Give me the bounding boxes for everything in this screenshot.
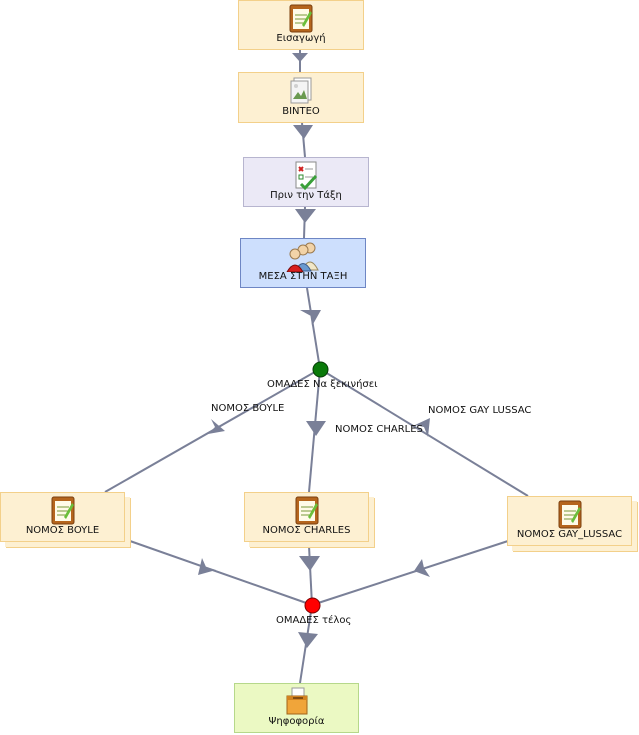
node-label: Εισαγωγή	[276, 33, 326, 44]
gate-start-circle[interactable]	[312, 361, 329, 378]
node-prin[interactable]: Πριν την Τάξη	[243, 157, 369, 207]
notepad-icon	[558, 500, 581, 529]
gate-end-label: ΟΜΑΔΕΣ τέλος	[276, 615, 352, 626]
node-boyle[interactable]: ΝΟΜΟΣ BOYLE	[0, 492, 125, 542]
notepad-icon	[289, 4, 313, 33]
checklist-icon	[295, 161, 318, 190]
arrow-head	[293, 125, 313, 139]
gate-start-label: ΟΜΑΔΕΣ Να ξεκινήσει	[267, 379, 378, 390]
arrow-head	[198, 558, 216, 575]
arrow-head	[414, 559, 430, 577]
arrow-head	[299, 556, 320, 571]
branch-label-gay: ΝΟΜΟΣ GAY LUSSAC	[428, 405, 532, 416]
node-label: ΜΕΣΑ ΣΤΗΝ ΤΑΞΗ	[258, 271, 348, 282]
node-vote[interactable]: Ψηφοφορία	[234, 683, 359, 733]
arrow-head	[415, 418, 430, 437]
node-label: ΝΟΜΟΣ GAY_LUSSAC	[516, 529, 623, 540]
gate-end-circle[interactable]	[304, 597, 321, 614]
node-video[interactable]: ΒΙΝΤΕΟ	[238, 72, 364, 123]
arrow-head	[300, 310, 321, 326]
branch-label-boyle: ΝΟΜΟΣ BOYLE	[211, 403, 285, 414]
arrow-head	[306, 421, 326, 436]
arrow-head	[292, 53, 308, 62]
arrow-head	[298, 632, 318, 648]
people-group-icon	[286, 242, 319, 272]
arrow-head	[295, 209, 316, 223]
ballot-box-icon	[286, 687, 307, 715]
edge-start-gay	[319, 368, 529, 497]
node-label: ΝΟΜΟΣ CHARLES	[262, 525, 351, 536]
node-label: Ψηφοφορία	[268, 716, 325, 727]
node-mesa[interactable]: ΜΕΣΑ ΣΤΗΝ ΤΑΞΗ	[240, 238, 366, 288]
edge-mesa-start	[306, 287, 321, 370]
image-document-icon	[290, 77, 312, 104]
notepad-icon	[295, 496, 318, 525]
node-label: ΝΟΜΟΣ BOYLE	[25, 525, 100, 536]
node-label: Πριν την Τάξη	[270, 190, 342, 201]
node-gay-lussac[interactable]: ΝΟΜΟΣ GAY_LUSSAC	[507, 496, 632, 546]
notepad-icon	[51, 496, 74, 525]
node-charles[interactable]: ΝΟΜΟΣ CHARLES	[244, 492, 369, 542]
node-eisagogi[interactable]: Εισαγωγή	[238, 0, 364, 50]
branch-label-charles: ΝΟΜΟΣ CHARLES	[335, 424, 423, 435]
arrow-head	[208, 419, 225, 434]
edge-boyle-end	[129, 540, 313, 606]
edge-charles-end	[308, 545, 313, 606]
node-label: ΒΙΝΤΕΟ	[282, 106, 320, 117]
edge-gay-end	[311, 540, 509, 606]
